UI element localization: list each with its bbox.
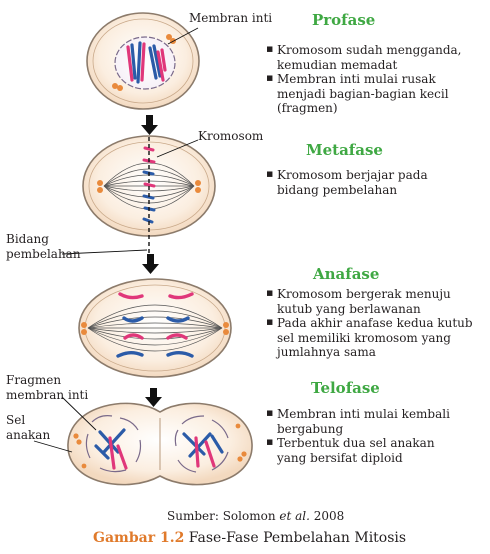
anafase-bullets: Kromosom bergerak menuju kutub yang berl… [266, 286, 478, 360]
bullet-item: Kromosom bergerak menuju kutub yang berl… [266, 286, 478, 316]
phase-arrows [141, 115, 162, 407]
phase-title-telofase: Telofase [311, 379, 380, 397]
phase-title-anafase: Anafase [313, 265, 380, 283]
phase-title-profase: Profase [312, 11, 376, 29]
anaphase-centrosomes [81, 322, 229, 335]
arrow-down-icon [145, 388, 162, 407]
anaphase-spindle [87, 304, 223, 352]
telophase-chromosomes [94, 428, 224, 470]
profase-bullets: Kromosom sudah mengganda, kemudian memad… [266, 42, 484, 116]
metafase-bullets: Kromosom berjajar pada bidang pembelahan [266, 167, 471, 197]
figure-label: Gambar 1.2 [93, 530, 185, 546]
bullet-item: Membran inti mulai kembali bergabung [266, 406, 466, 436]
label-bidang-pembelahan: Bidang pembelahan [6, 232, 81, 261]
telophase-cells [67, 402, 253, 486]
phase-title-metafase: Metafase [306, 141, 383, 159]
leader-lines [33, 27, 199, 453]
prophase-cell [86, 12, 200, 110]
bullet-item: Kromosom berjajar pada bidang pembelahan [266, 167, 471, 197]
bullet-item: Kromosom sudah mengganda, kemudian memad… [266, 42, 484, 72]
membrane-fragments [85, 415, 229, 473]
prophase-chromosomes [126, 41, 167, 84]
figure-caption: Gambar 1.2 Fase-Fase Pembelahan Mitosis [93, 530, 406, 546]
metaphase-cell [82, 135, 216, 255]
metaphase-centrosomes [97, 180, 201, 193]
label-kromosom: Kromosom [198, 129, 264, 143]
arrow-down-icon [141, 115, 158, 135]
bullet-item: Membran inti mulai rusak menjadi bagian-… [266, 71, 484, 116]
figure-caption-text: Fase-Fase Pembelahan Mitosis [188, 530, 407, 546]
telophase-centrosomes [73, 423, 247, 469]
bullet-item: Pada akhir anafase kedua kutub sel memil… [266, 315, 478, 360]
label-fragmen-membran-inti: Fragmen membran inti [6, 373, 89, 402]
label-sel-anakan: Sel anakan [6, 413, 51, 442]
source-credit: Sumber: Solomon et al. 2008 [167, 509, 345, 523]
label-membran-inti: Membran inti [189, 11, 273, 25]
anaphase-chromosomes [116, 292, 194, 358]
arrow-down-icon [142, 254, 159, 274]
anaphase-cell [78, 278, 232, 378]
telofase-bullets: Membran inti mulai kembali bergabung Ter… [266, 406, 466, 465]
bullet-item: Terbentuk dua sel anakan yang bersifat d… [266, 435, 466, 465]
